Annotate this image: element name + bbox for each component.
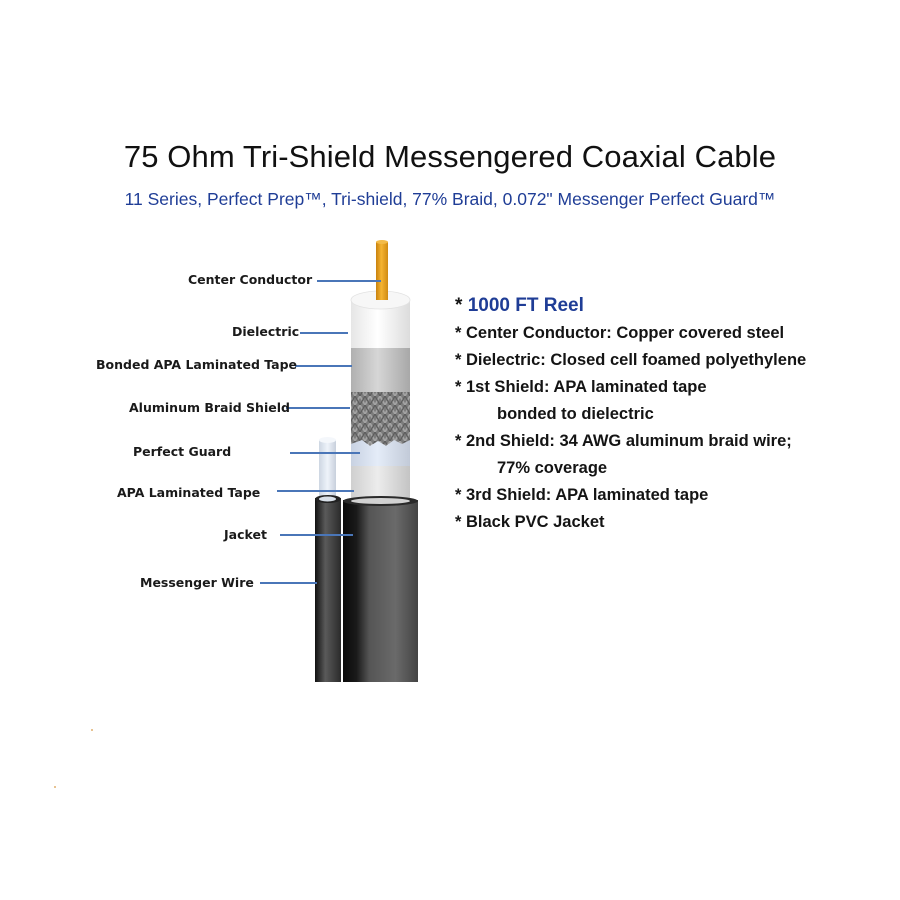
leader-dielectric <box>300 332 348 334</box>
label-jacket: Jacket <box>224 527 267 542</box>
artifact-dot <box>54 786 56 788</box>
label-bonded-apa: Bonded APA Laminated Tape <box>96 357 298 372</box>
leader-jacket <box>280 534 353 536</box>
spec-list: * 1000 FT Reel * Center Conductor: Coppe… <box>455 292 806 536</box>
spec-item: * Black PVC Jacket <box>455 513 605 531</box>
spec-item: * 2nd Shield: 34 AWG aluminum braid wire… <box>455 432 792 450</box>
leader-apa-tape <box>277 490 354 492</box>
diagram-title: 75 Ohm Tri-Shield Messengered Coaxial Ca… <box>123 139 777 174</box>
leader-perfect-guard <box>290 452 360 454</box>
messenger-wire <box>315 437 341 682</box>
label-braid: Aluminum Braid Shield <box>129 400 290 415</box>
spec-item-continuation: 77% coverage <box>497 459 608 477</box>
label-messenger: Messenger Wire <box>140 575 254 590</box>
leader-braid <box>286 407 350 409</box>
spec-item: * Center Conductor: Copper covered steel <box>455 324 785 342</box>
artifact-dot <box>91 729 93 731</box>
label-perfect-guard: Perfect Guard <box>133 444 232 459</box>
spec-reel: * 1000 FT Reel <box>455 292 806 320</box>
leader-bonded-apa <box>295 365 352 367</box>
spec-item: * 3rd Shield: APA laminated tape <box>455 486 709 504</box>
spec-reel-bullet: * <box>455 295 468 316</box>
spec-reel-text: 1000 FT Reel <box>467 295 584 316</box>
leader-center-conductor <box>317 280 381 282</box>
spec-item-continuation: bonded to dielectric <box>497 405 654 423</box>
leader-messenger <box>260 582 317 584</box>
label-apa-tape: APA Laminated Tape <box>117 485 261 500</box>
label-center-conductor: Center Conductor <box>188 272 313 287</box>
label-dielectric: Dielectric <box>232 324 300 339</box>
diagram-subtitle: 11 Series, Perfect Prep™, Tri-shield, 77… <box>124 189 776 209</box>
spec-item: * 1st Shield: APA laminated tape <box>455 378 707 396</box>
coax-cable <box>343 240 418 682</box>
spec-item: * Dielectric: Closed cell foamed polyeth… <box>455 351 807 369</box>
